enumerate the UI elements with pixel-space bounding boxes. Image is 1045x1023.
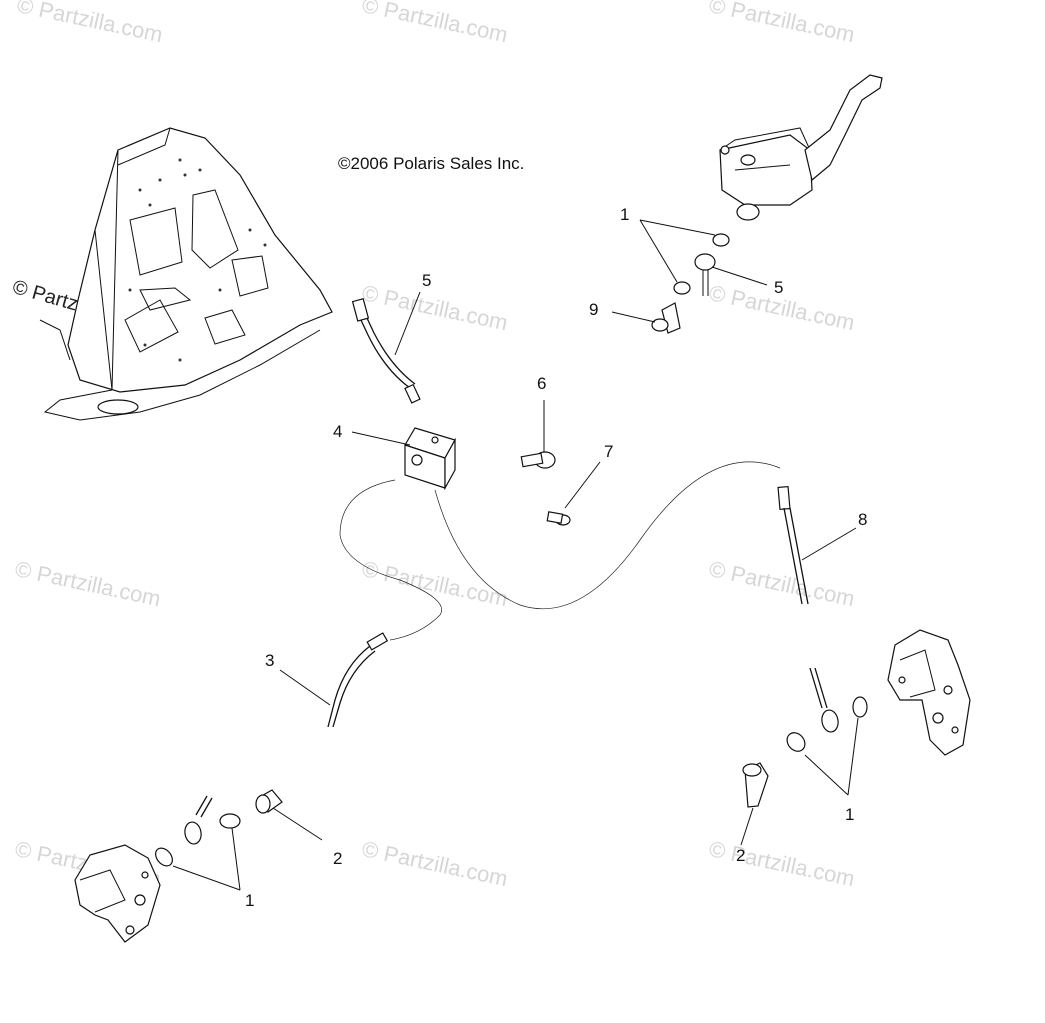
bolt-6 — [520, 451, 556, 469]
distribution-block — [404, 427, 456, 491]
master-cylinder — [719, 74, 883, 221]
banjo-bolt — [651, 302, 681, 334]
callout-4: 4 — [333, 422, 343, 441]
brake-hose-left — [184, 632, 389, 845]
washer — [673, 281, 691, 295]
callout-1: 1 — [245, 891, 255, 910]
frame-bulkhead — [39, 127, 333, 421]
callout-6: 6 — [537, 374, 547, 393]
washer — [712, 233, 730, 247]
brake-hose-right — [777, 485, 839, 733]
washer — [155, 847, 173, 867]
callout-1: 1 — [620, 205, 630, 224]
callout-8: 8 — [858, 510, 868, 529]
washer — [786, 732, 806, 752]
callout-7: 7 — [604, 442, 614, 461]
callout-5: 5 — [422, 271, 432, 290]
banjo-bolt — [742, 762, 769, 808]
copyright-notice: ©2006 Polaris Sales Inc. — [338, 154, 525, 173]
callout-5: 5 — [774, 278, 784, 297]
washer — [219, 813, 241, 829]
brake-caliper-right — [887, 629, 971, 756]
bolt-7 — [546, 511, 571, 526]
leader-lines — [172, 219, 859, 891]
callout-3: 3 — [265, 651, 275, 670]
banjo-fitting — [694, 253, 716, 296]
brake-line-left — [339, 479, 442, 641]
callout-9: 9 — [589, 300, 599, 319]
brake-line-right — [434, 461, 781, 610]
callout-1: 1 — [845, 805, 855, 824]
short-brake-line — [351, 298, 421, 404]
brake-caliper-left — [74, 844, 161, 943]
washer — [852, 696, 868, 718]
callout-2: 2 — [736, 846, 746, 865]
banjo-bolt — [255, 789, 283, 814]
callout-2: 2 — [333, 849, 343, 868]
